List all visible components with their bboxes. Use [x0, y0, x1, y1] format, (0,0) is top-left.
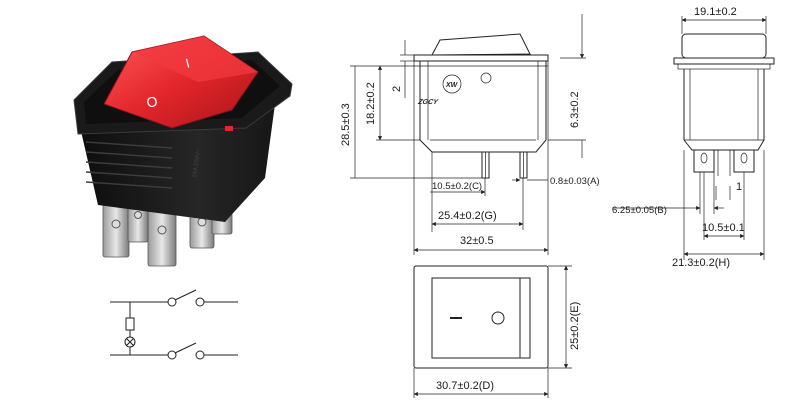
body-ribs [85, 141, 173, 189]
brand-mark: XW [445, 82, 459, 89]
dim-terminal-width: 6.25±0.05(B) [612, 205, 667, 216]
dim-body-height: 18.2±0.2 [365, 82, 377, 125]
front-terminals [481, 151, 528, 179]
dim-terminal-pitch: 10.5±0.2(C) [432, 181, 482, 192]
side-view-drawing: 19.1±0.2 6.25±0.05(B) 1 [612, 6, 775, 269]
rocker-on-symbol: I [184, 55, 191, 70]
dim-terminal-length: 6.3±0.2 [569, 91, 581, 128]
dim-gap: 1 [736, 181, 742, 193]
brand-text: ZGCY [416, 99, 439, 106]
dim-cutout-height: 25±0.2(E) [569, 302, 581, 350]
circuit-schematic [110, 289, 238, 360]
rocker-off-symbol: O [145, 93, 160, 111]
svg-text:16A 250V~: 16A 250V~ [192, 148, 202, 179]
dim-terminal-thickness: 0.8±0.03(A) [550, 176, 600, 187]
dim-flange: 2 [391, 86, 403, 92]
dim-cutout-width: 30.7±0.2(D) [436, 380, 494, 392]
dim-top-width: 19.1±0.2 [694, 6, 737, 18]
top-view-drawing: 25±0.2(E) 30.7±0.2(D) [413, 265, 581, 398]
dim-body-depth: 21.3±0.2(H) [672, 257, 730, 269]
top-view-circle-symbol [491, 311, 505, 325]
switch-3d-render: I O 16A 250V~ [73, 35, 293, 267]
side-terminals [693, 150, 755, 176]
dim-overall-width: 32±0.5 [460, 235, 494, 247]
dim-terminal-spacing: 10.5±0.1 [702, 222, 745, 234]
dim-total-height: 28.5±0.3 [340, 103, 352, 146]
dim-flange-width: 25.4±0.2(G) [438, 210, 497, 222]
front-view-drawing: XW ZGCY 28.5±0.3 18.2±0.2 2 6.3±0.2 [340, 14, 600, 255]
